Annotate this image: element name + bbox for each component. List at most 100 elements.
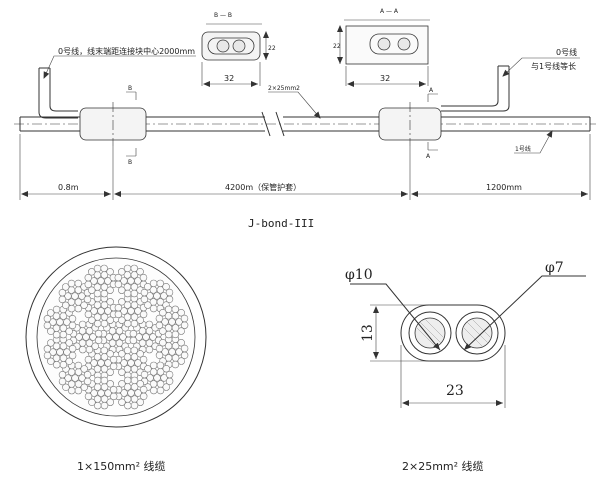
cut-mark-left-bottom xyxy=(126,148,137,157)
strand-wire xyxy=(47,357,55,365)
section-a-a: A — A 22 32 xyxy=(333,8,430,87)
strand-wire xyxy=(140,370,149,379)
strand-wire xyxy=(97,277,105,285)
section-b-b-height: 22 xyxy=(268,45,276,52)
cable-2x25-hatch xyxy=(415,318,492,347)
strand-wire xyxy=(100,319,109,328)
strand-wire xyxy=(61,301,70,309)
strand-wire xyxy=(106,368,114,376)
cable-label-leader xyxy=(268,91,321,119)
strand-wire xyxy=(68,345,77,353)
strand-wire xyxy=(139,355,148,364)
strand-wire xyxy=(165,370,174,379)
strand-wire xyxy=(161,318,169,326)
section-b-b-jacket xyxy=(207,37,255,55)
strand-wire xyxy=(93,376,102,385)
strand-wire xyxy=(104,389,112,397)
cable-label: 2×25mm2 xyxy=(268,85,300,92)
strand-wire xyxy=(88,316,96,324)
strand-wire xyxy=(97,359,105,367)
strand-wire xyxy=(136,268,144,276)
strand-wire xyxy=(114,310,123,319)
strand-wire xyxy=(85,345,94,354)
section-a-a-height: 22 xyxy=(333,43,341,50)
strand-wire xyxy=(130,319,139,328)
outer-dia-leader xyxy=(350,283,441,351)
strand-wire xyxy=(149,279,158,288)
strand-wire xyxy=(130,346,139,355)
section-b-b-core-1 xyxy=(216,39,230,53)
strand-wire xyxy=(78,292,86,300)
strand-wire xyxy=(106,268,114,276)
right-bend-inner xyxy=(441,66,499,107)
strand-wire xyxy=(106,298,114,306)
right-note-leader xyxy=(502,57,580,77)
right-note-1: 0号线 xyxy=(556,47,577,57)
strand-wire xyxy=(74,304,83,313)
strand-wire xyxy=(49,318,57,326)
strand-wire xyxy=(130,289,139,298)
strand-wire xyxy=(177,327,185,335)
strand-wire xyxy=(83,371,92,379)
strand-wire xyxy=(100,376,109,385)
cable-2x25-section: φ10 φ7 13 23 2×25mm² 线缆 xyxy=(345,260,586,473)
strand-wire xyxy=(56,318,64,326)
drawing-title: J-bond-III xyxy=(248,217,314,230)
strand-wire xyxy=(168,348,176,356)
strand-wire xyxy=(155,344,164,353)
strand-wire xyxy=(162,383,171,391)
strand-wire xyxy=(52,361,61,369)
strand-wire xyxy=(136,398,145,406)
strand-wire xyxy=(112,333,120,341)
break-mark xyxy=(261,111,285,137)
strand-wire xyxy=(123,264,132,273)
strand-wire xyxy=(134,389,142,397)
strand-wire xyxy=(171,330,180,339)
strand-wire xyxy=(43,345,52,353)
strand-wire xyxy=(130,264,139,273)
strand-wire xyxy=(159,327,167,335)
strand-wire xyxy=(43,315,52,323)
strand-wire xyxy=(89,333,97,341)
strand-wire xyxy=(145,320,154,329)
strand-wire xyxy=(171,305,180,313)
strand-wire xyxy=(162,283,170,291)
strand-wire xyxy=(123,289,132,298)
strand-wire xyxy=(93,289,102,298)
strand-wire xyxy=(58,371,67,379)
strand-wire xyxy=(159,339,167,347)
strand-wire xyxy=(129,336,138,345)
strand-wire xyxy=(140,288,149,297)
strand-wire xyxy=(52,305,61,314)
cable-2x25-core-1 xyxy=(414,317,446,349)
strand-wire xyxy=(43,321,52,330)
section-a-a-core-1 xyxy=(377,37,391,51)
right-note-2: 与1号线等长 xyxy=(531,61,576,71)
strand-wire xyxy=(130,401,139,410)
section-a-a-jacket xyxy=(369,33,419,55)
cable-150-section: 1×150mm² 线缆 xyxy=(25,246,207,473)
strand-wire xyxy=(156,279,165,288)
strand-wire xyxy=(120,277,128,285)
strand-wire xyxy=(149,333,157,341)
strand-wire xyxy=(93,264,102,273)
strand-wire xyxy=(146,292,154,300)
strand-wire xyxy=(177,357,186,365)
strand-wire xyxy=(64,374,72,382)
strand-wire xyxy=(165,288,174,297)
outer-dia-label: φ10 xyxy=(345,267,373,283)
strand-wire xyxy=(130,376,139,385)
strand-wire xyxy=(135,333,143,341)
strand-wire xyxy=(87,286,96,294)
strand-wire xyxy=(129,330,138,338)
strand-wire xyxy=(117,268,126,276)
strand-wire xyxy=(106,380,115,388)
strand-wire xyxy=(117,286,126,294)
height-label: 13 xyxy=(360,324,376,342)
strand-wire xyxy=(104,277,112,285)
strand-wire xyxy=(127,307,135,315)
strand-wire xyxy=(78,345,87,354)
dim-right-label: 1200mm xyxy=(486,183,522,192)
strand-wire xyxy=(84,310,93,319)
strand-wire xyxy=(106,286,114,294)
